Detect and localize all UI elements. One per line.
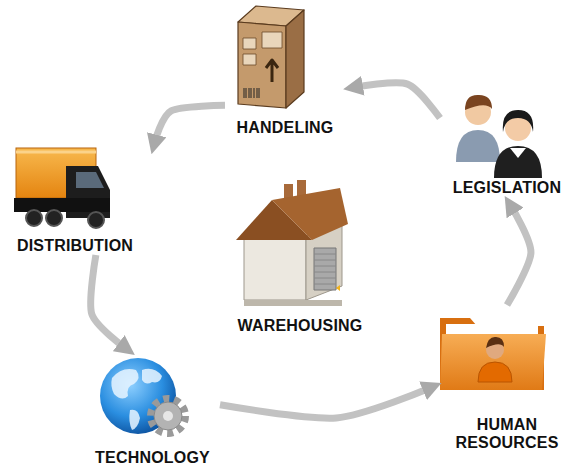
- labeled-icon-node: HANDELING: [225, 0, 345, 137]
- folder-icon: [440, 318, 546, 390]
- labeled-icon-node: LEGISLATION: [440, 82, 574, 197]
- cycle-arrow: [507, 206, 531, 305]
- cycle-arrow: [155, 105, 225, 142]
- node-label: HUMAN RESOURCES: [440, 416, 574, 452]
- labeled-icon-node: WAREHOUSING: [225, 180, 375, 335]
- node-label: DISTRIBUTION: [17, 237, 133, 255]
- node-label: LEGISLATION: [453, 179, 562, 197]
- truck-icon: [14, 148, 110, 228]
- cycle-arrow: [91, 255, 125, 348]
- cycle-arrow: [355, 83, 440, 118]
- gear-icon: [151, 399, 185, 433]
- warehouse-icon: [236, 180, 348, 306]
- cycle-arrow: [220, 388, 430, 418]
- labeled-icon-node: HUMAN RESOURCES: [440, 305, 574, 452]
- node-label: TECHNOLOGY: [95, 449, 210, 467]
- labeled-icon-node: TECHNOLOGY: [85, 355, 220, 467]
- box-icon: [238, 6, 304, 108]
- node-label: HANDELING: [237, 119, 334, 137]
- people-icon: [456, 95, 542, 178]
- labeled-icon-node: DISTRIBUTION: [0, 140, 150, 255]
- node-label: WAREHOUSING: [238, 317, 363, 335]
